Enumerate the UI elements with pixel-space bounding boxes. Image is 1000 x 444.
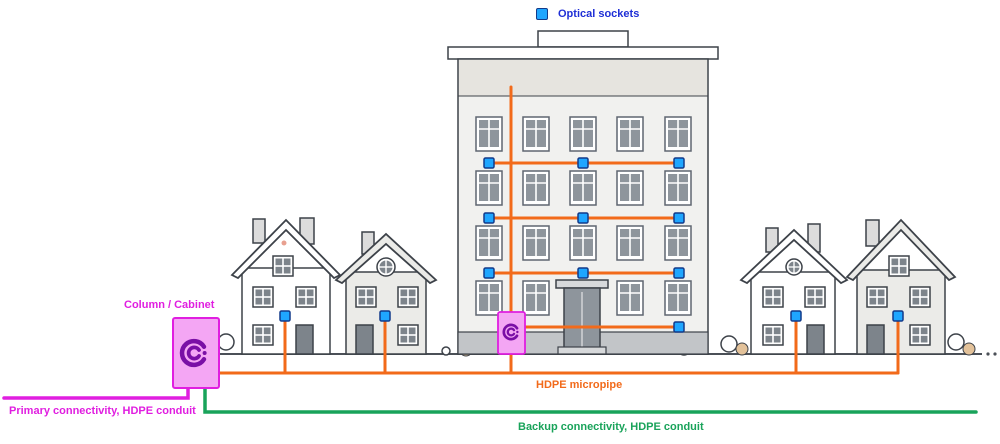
house-icon <box>845 218 957 355</box>
cabinet-label: Column / Cabinet <box>124 299 215 311</box>
primary-conduit <box>2 386 190 400</box>
apartment-building-icon <box>447 30 719 355</box>
primary-connectivity-label: Primary connectivity, HDPE conduit <box>9 405 196 417</box>
house-icon <box>739 223 849 355</box>
legend-label: Optical sockets <box>558 8 640 20</box>
cabinet-logo-icon <box>172 317 220 389</box>
backup-conduit <box>203 386 978 414</box>
cabinet-logo-icon <box>497 311 526 355</box>
backup-connectivity-label: Backup connectivity, HDPE conduit <box>518 421 704 433</box>
micropipe-label: HDPE micropipe <box>536 379 623 391</box>
house-icon <box>230 217 342 355</box>
optical-socket-icon <box>536 8 548 20</box>
